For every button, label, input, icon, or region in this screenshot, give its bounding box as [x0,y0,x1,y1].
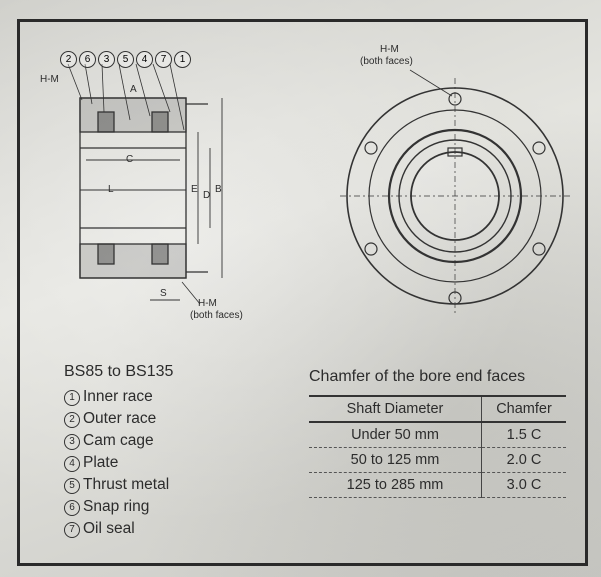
label-dim-a: A [130,84,137,95]
cam-top-left [97,111,115,133]
leader-hm-top [409,69,453,97]
bolt-hole-upper-right [532,141,546,155]
table-row: Under 50 mm 1.5 C [309,422,566,448]
cam-top-right [151,111,169,133]
header-chamfer: Chamfer [481,395,566,423]
label-dim-l: L [108,184,114,195]
leader-5 [118,63,131,121]
label-dim-b: B [215,184,222,195]
leader-1 [169,63,185,131]
callout-3: 3 [98,51,115,68]
table-row: 50 to 125 mm 2.0 C [309,447,566,473]
label-dim-c: C [126,154,134,165]
bolt-hole-bottom [448,291,462,305]
cam-bottom-right [151,243,169,265]
bolt-hole-top [448,92,462,106]
leader-hm-bottom [181,281,201,305]
header-shaft-diameter: Shaft Diameter [309,395,482,423]
bolt-hole-lower-right [532,242,546,256]
bolt-hole-lower-left [364,242,378,256]
callout-1: 1 [174,51,191,68]
cell-chamfer: 3.0 C [481,472,566,498]
leader-2 [67,63,83,101]
callout-7: 7 [155,51,172,68]
bolt-hole-upper-left [364,141,378,155]
leader-3 [101,63,105,113]
callout-6: 6 [79,51,96,68]
callout-5: 5 [117,51,134,68]
label-both-faces-top: (both faces) [360,56,413,67]
drawing-frame [17,19,588,566]
cell-shaft-diameter: 50 to 125 mm [309,447,482,473]
chamfer-table: Shaft Diameter Chamfer Under 50 mm 1.5 C… [309,395,566,498]
legend-title: BS85 to BS135 [64,363,174,380]
callout-4: 4 [136,51,153,68]
chamfer-header-row: Shaft Diameter Chamfer [309,395,566,423]
label-hm-top-left: H-M [40,74,59,85]
cell-shaft-diameter: 125 to 285 mm [309,472,482,498]
label-dim-d: D [203,190,211,201]
label-dim-s: S [160,288,167,299]
label-both-faces-bottom: (both faces) [190,310,243,321]
chamfer-title: Chamfer of the bore end faces [309,368,526,385]
table-row: 125 to 285 mm 3.0 C [309,472,566,498]
callout-2: 2 [60,51,77,68]
label-hm-top: H-M [380,44,399,55]
cell-chamfer: 1.5 C [481,422,566,448]
cell-shaft-diameter: Under 50 mm [309,422,482,448]
label-hm-bottom: H-M [198,298,217,309]
cam-bottom-left [97,243,115,265]
leader-6 [84,63,93,105]
leader-4 [135,63,151,117]
cell-chamfer: 2.0 C [481,447,566,473]
leader-7 [152,63,171,113]
label-dim-e: E [191,184,198,195]
